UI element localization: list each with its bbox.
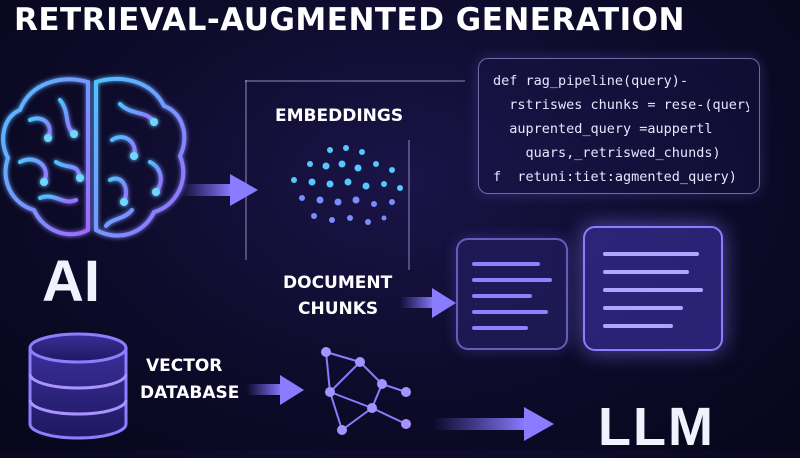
llm-label: LLM (598, 397, 715, 457)
dot-cloud-icon (291, 145, 403, 225)
text-line (603, 306, 683, 310)
document-chunks-label-line2: CHUNKS (298, 299, 379, 319)
document-icon (456, 238, 568, 350)
vector-database-label-line2: DATABASE (140, 383, 240, 403)
database-icon (28, 332, 128, 440)
code-line: rstriswes chunks = rese-(query) (493, 97, 749, 113)
text-line (472, 310, 548, 314)
text-line (472, 326, 528, 330)
panel-border-right (408, 140, 410, 270)
arrow-right-icon (246, 375, 304, 405)
text-line (603, 288, 703, 292)
panel-border-left (245, 80, 247, 260)
diagram-title: RETRIEVAL-AUGMENTED GENERATION (14, 2, 685, 38)
document-icon (583, 226, 723, 351)
text-line (603, 270, 689, 274)
text-line (472, 294, 532, 298)
text-line (603, 324, 673, 328)
code-line: f retuni:tiet:agmented_query) (493, 169, 737, 185)
brain-icon (1, 77, 187, 238)
embeddings-label: EMBEDDINGS (275, 106, 404, 126)
arrow-right-icon (180, 174, 258, 206)
network-graph-icon (321, 347, 411, 435)
code-snippet-panel: def rag_pipeline(query)- rstriswes chunk… (478, 58, 760, 194)
text-line (472, 278, 552, 282)
arrow-right-icon (400, 288, 456, 318)
ai-label: AI (42, 249, 100, 314)
code-line: auprented_query =auppertl (493, 121, 713, 137)
code-line: def rag_pipeline(query)- (493, 73, 689, 89)
text-line (472, 262, 540, 266)
vector-database-label-line1: VECTOR (146, 356, 223, 376)
arrow-right-icon (432, 407, 554, 441)
code-line: quars,_retriswed_chunds) (493, 145, 721, 161)
document-chunks-label-line1: DOCUMENT (283, 273, 393, 293)
panel-border-top (245, 80, 465, 82)
text-line (603, 252, 699, 256)
